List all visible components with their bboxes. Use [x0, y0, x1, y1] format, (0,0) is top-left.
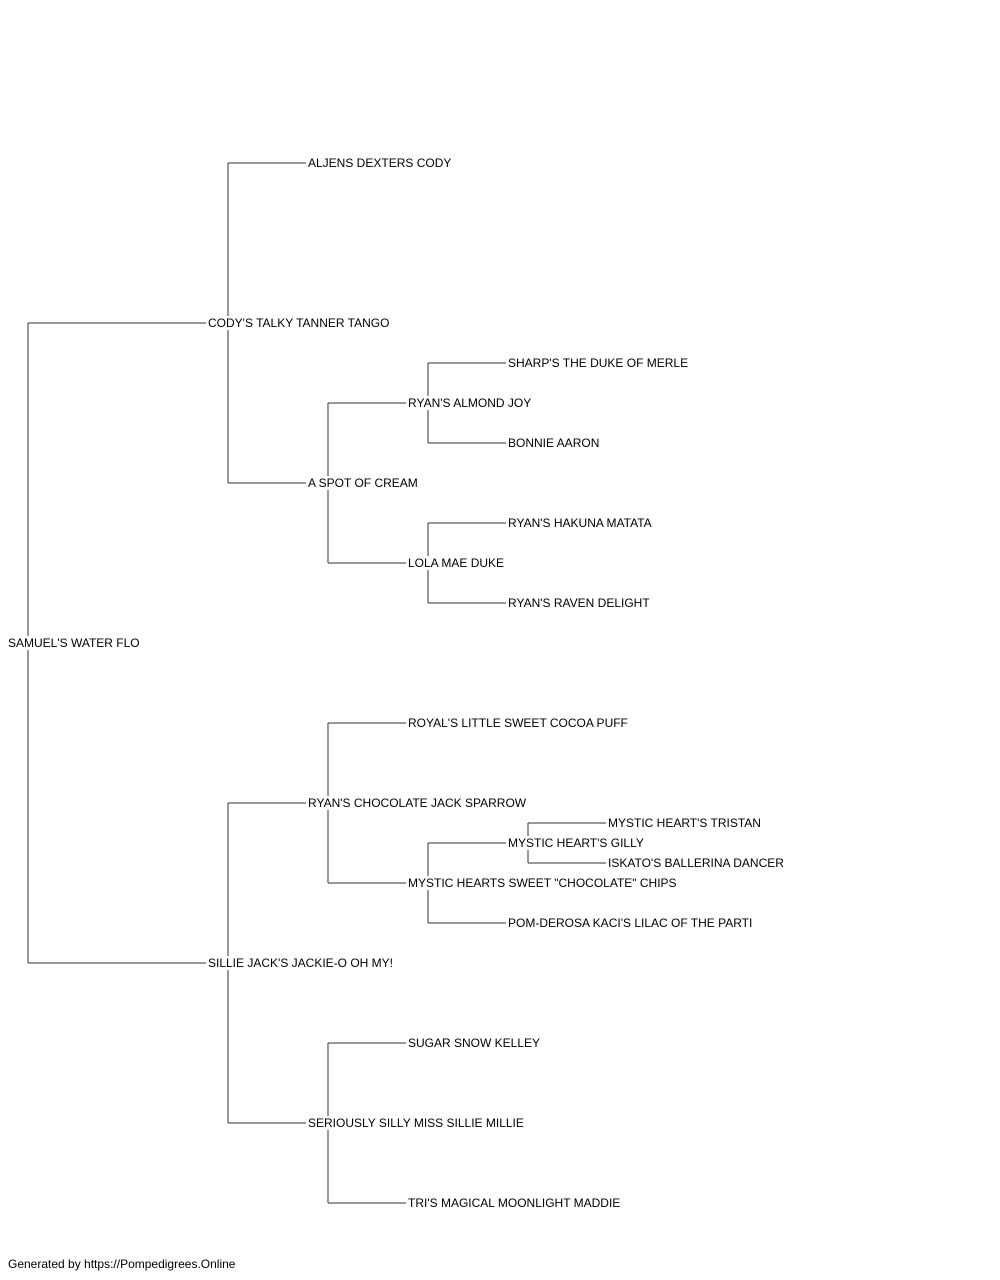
- ancestor-name: MYSTIC HEARTS SWEET "CHOCOLATE" CHIPS: [407, 876, 678, 890]
- ancestor-name: RYAN'S CHOCOLATE JACK SPARROW: [307, 796, 528, 810]
- ancestor-name: MYSTIC HEART'S GILLY: [507, 836, 645, 850]
- ancestor-name: LOLA MAE DUKE: [407, 556, 506, 570]
- ancestor-name: RYAN'S RAVEN DELIGHT: [507, 596, 651, 610]
- ancestor-name: POM-DEROSA KACI'S LILAC OF THE PARTI: [507, 916, 754, 930]
- pedigree-connectors: [27, 162, 606, 1204]
- ancestor-name: ISKATO'S BALLERINA DANCER: [607, 856, 785, 870]
- ancestor-name: BONNIE AARON: [507, 436, 601, 450]
- ancestor-name: SILLIE JACK'S JACKIE-O OH MY!: [207, 956, 395, 970]
- footer-credit: Generated by https://Pompedigrees.Online: [8, 1257, 236, 1271]
- ancestor-name: TRI'S MAGICAL MOONLIGHT MADDIE: [407, 1196, 622, 1210]
- ancestor-name: SERIOUSLY SILLY MISS SILLIE MILLIE: [307, 1116, 525, 1130]
- ancestor-name: CODY'S TALKY TANNER TANGO: [207, 316, 391, 330]
- ancestor-name: MYSTIC HEART'S TRISTAN: [607, 816, 762, 830]
- ancestor-name: ALJENS DEXTERS CODY: [307, 156, 453, 170]
- ancestor-name: ROYAL'S LITTLE SWEET COCOA PUFF: [407, 716, 629, 730]
- ancestor-name: SUGAR SNOW KELLEY: [407, 1036, 542, 1050]
- ancestor-name: RYAN'S ALMOND JOY: [407, 396, 533, 410]
- ancestor-name: A SPOT OF CREAM: [307, 476, 419, 490]
- ancestor-name: RYAN'S HAKUNA MATATA: [507, 516, 653, 530]
- subject-name: SAMUEL'S WATER FLO: [7, 636, 141, 650]
- ancestor-name: SHARP'S THE DUKE OF MERLE: [507, 356, 690, 370]
